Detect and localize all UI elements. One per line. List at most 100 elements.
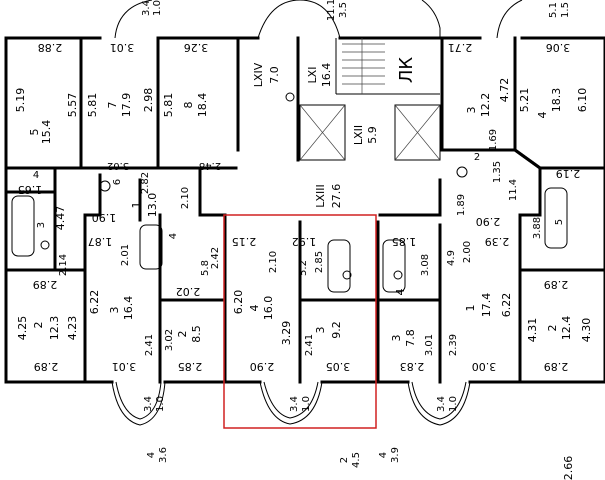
label: 3 bbox=[314, 327, 327, 334]
label: 17.9 bbox=[120, 93, 133, 118]
label: 1 bbox=[464, 305, 477, 312]
label: 3.9 bbox=[390, 447, 401, 463]
label: ЛК bbox=[396, 57, 417, 84]
label: 2 bbox=[546, 325, 559, 332]
label: 7 bbox=[106, 102, 119, 109]
label: 16.0 bbox=[262, 296, 275, 321]
label: 15.4 bbox=[40, 120, 53, 145]
label: 3.4 bbox=[289, 396, 300, 412]
label: 3.01 bbox=[110, 41, 135, 54]
label: 5.81 bbox=[162, 93, 175, 118]
label: 4.23 bbox=[66, 316, 79, 341]
label: 1.0 bbox=[448, 396, 459, 412]
label: 2.02 bbox=[176, 285, 201, 298]
label: 4 bbox=[394, 289, 407, 296]
label: 18.4 bbox=[196, 93, 209, 118]
label: 2.10 bbox=[180, 187, 191, 209]
room-labels: 3.4 1.0 11.1 3.5 5.1 1.5 2.88 3.01 3.26 … bbox=[14, 0, 593, 480]
label: 9.2 bbox=[330, 321, 343, 339]
label: 4.9 bbox=[446, 250, 457, 266]
label: 4.5 bbox=[351, 452, 362, 468]
label: 16.4 bbox=[122, 296, 135, 321]
label: 1.87 bbox=[88, 235, 113, 248]
label: 1.35 bbox=[492, 161, 503, 183]
label: 1.0 bbox=[152, 0, 163, 16]
label: 3.5 bbox=[338, 2, 349, 18]
label: 2 bbox=[339, 457, 350, 463]
label: 1.89 bbox=[456, 194, 467, 216]
label: 4.47 bbox=[54, 206, 67, 231]
label: 5.81 bbox=[86, 93, 99, 118]
label: 5.9 bbox=[366, 126, 379, 144]
label: 2.10 bbox=[268, 251, 279, 273]
label: 6.20 bbox=[232, 290, 245, 315]
label: 2.19 bbox=[556, 167, 581, 180]
label: 4 bbox=[168, 233, 179, 239]
label: 2 bbox=[176, 331, 189, 338]
label: 3.88 bbox=[532, 217, 543, 239]
label: 3.29 bbox=[280, 321, 293, 346]
label: 27.6 bbox=[330, 184, 343, 209]
label: 3.02 bbox=[107, 160, 129, 171]
label: 3.02 bbox=[164, 329, 175, 351]
label: 12.2 bbox=[479, 93, 492, 118]
label: 1.69 bbox=[488, 129, 499, 151]
label: 2.89 bbox=[34, 360, 59, 373]
label: 2.01 bbox=[120, 244, 131, 266]
label: 3.26 bbox=[184, 41, 209, 54]
label: 2.66 bbox=[562, 456, 575, 480]
label: 2.83 bbox=[400, 360, 425, 373]
label: 2.39 bbox=[448, 334, 459, 356]
label: 6.22 bbox=[500, 293, 513, 318]
label: 1.92 bbox=[292, 235, 317, 248]
label: 2.48 bbox=[199, 160, 221, 171]
label: 2.90 bbox=[476, 215, 501, 228]
label: 3.4 bbox=[141, 0, 152, 16]
label: LXIV bbox=[252, 62, 265, 87]
label: LXI bbox=[306, 67, 319, 84]
label: 4 bbox=[146, 452, 157, 458]
label: 12.4 bbox=[560, 316, 573, 341]
label: 13.0 bbox=[146, 193, 159, 218]
label: 5.1 bbox=[548, 2, 559, 18]
label: 11.1 bbox=[326, 0, 337, 21]
label: LXII bbox=[352, 125, 365, 145]
label: 2.15 bbox=[232, 235, 257, 248]
windows bbox=[40, 37, 585, 383]
label: 2.88 bbox=[38, 41, 63, 54]
label: 16.4 bbox=[320, 63, 333, 88]
label: 7.8 bbox=[404, 329, 417, 347]
label: 3 bbox=[108, 307, 121, 314]
label: LXIII bbox=[314, 184, 327, 207]
fixtures bbox=[11, 92, 568, 293]
label: 3.6 bbox=[158, 447, 169, 463]
label: 1.90 bbox=[92, 211, 117, 224]
label: 2.90 bbox=[250, 360, 275, 373]
label: 2.39 bbox=[485, 235, 510, 248]
internal-walls bbox=[4, 36, 605, 384]
label: 3.00 bbox=[472, 360, 497, 373]
label: 2.71 bbox=[448, 41, 473, 54]
label: 3.05 bbox=[326, 360, 351, 373]
label: 2.41 bbox=[304, 334, 315, 356]
label: 18.3 bbox=[550, 88, 563, 113]
label: 2 bbox=[474, 152, 480, 163]
label: 8 bbox=[182, 102, 195, 109]
label: 1.0 bbox=[301, 396, 312, 412]
label: 6 bbox=[112, 179, 123, 185]
label: 2.89 bbox=[33, 278, 58, 291]
label: 12.3 bbox=[48, 316, 61, 341]
label: 5.19 bbox=[14, 88, 27, 113]
label: 1.85 bbox=[392, 235, 417, 248]
label: 2.14 bbox=[58, 254, 69, 276]
label: 4.72 bbox=[498, 78, 511, 103]
label: 5 bbox=[554, 219, 565, 225]
label: 3.06 bbox=[546, 41, 571, 54]
label: 2.98 bbox=[142, 88, 155, 113]
label: 8.5 bbox=[190, 325, 203, 343]
label: 2.85 bbox=[178, 360, 203, 373]
label: 4 bbox=[536, 112, 549, 119]
label: 2 bbox=[32, 322, 45, 329]
